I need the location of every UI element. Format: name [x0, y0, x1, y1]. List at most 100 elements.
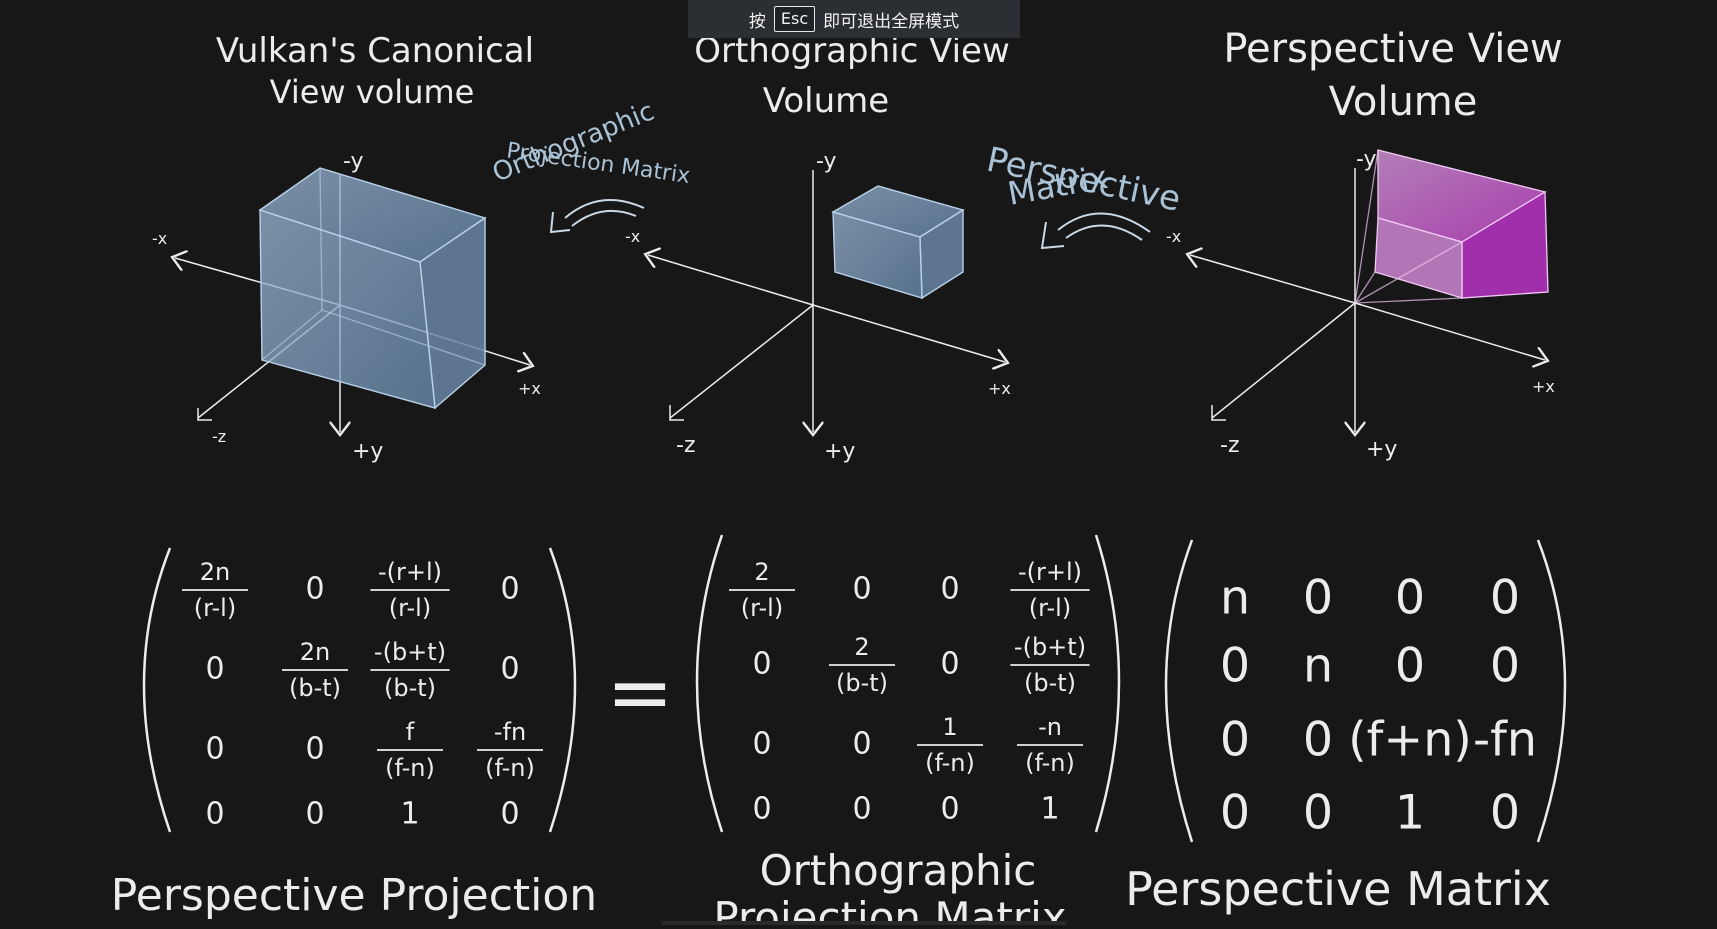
matrix-cell: 0: [752, 726, 771, 761]
matrix-cell: 0: [1303, 712, 1333, 767]
left-paren: [1164, 539, 1194, 843]
left-paren: [695, 534, 724, 833]
ortho-arrow-head: [549, 211, 571, 234]
title-canonical-line1: Vulkan's Canonical: [216, 31, 534, 71]
matrix-cell-numerator: -(b+t): [1014, 633, 1086, 661]
matrix-cell: 0: [500, 571, 519, 606]
matrix-cell: 0: [1303, 785, 1333, 840]
matrix-cell: 0: [1220, 638, 1250, 693]
matrix-cell: 0: [205, 796, 224, 831]
matrix-cell-denominator: (r-l): [389, 594, 431, 622]
matrix-cell: 0: [305, 731, 324, 766]
matrix-cell-numerator: -(r+l): [378, 558, 442, 586]
esc-key-badge[interactable]: Esc: [773, 6, 816, 32]
matrix-cell-numerator: f: [406, 718, 415, 746]
matrix-cell-denominator: (f-n): [385, 754, 435, 782]
ortho-projection-arrow: Orthographic Projection Matrix: [488, 96, 692, 234]
caption-perspective-projection: Perspective Projection: [111, 870, 597, 921]
title-canonical: Vulkan's Canonical View volume: [216, 31, 534, 111]
matrix-cell-denominator: (f-n): [485, 754, 535, 782]
axis-neg-x: [648, 255, 814, 306]
matrix-cell: 1: [400, 796, 419, 831]
axis-neg-x: [1190, 255, 1356, 304]
title-persp-line2: Volume: [1329, 79, 1478, 125]
persp-arrow-arc-outer: [1057, 212, 1151, 233]
persp-arrow-arc-inner: [1065, 224, 1143, 241]
matrix-cell: -fn(f-n): [477, 718, 543, 782]
matrix-cell: 2n(r-l): [182, 558, 248, 622]
axis-pos-x: [812, 304, 1005, 362]
matrix-cell-denominator: (b-t): [836, 669, 888, 697]
box-hidden-edge-3: [261, 309, 323, 361]
matrix-cell-numerator: -(r+l): [1018, 558, 1082, 586]
axis-neg-z-tick: [197, 408, 212, 421]
matrix-cell-denominator: (r-l): [1029, 594, 1071, 622]
matrix-cell: -(b+t)(b-t): [370, 638, 450, 702]
matrix-cell: n: [1303, 638, 1333, 693]
label-neg-x: -x: [625, 227, 640, 246]
matrix-cell: 1: [1395, 785, 1425, 840]
matrix-cell: -fn: [1473, 712, 1537, 767]
matrix-cell: 0: [305, 571, 324, 606]
label-neg-y: -y: [816, 149, 837, 174]
axis-pos-x: [1354, 302, 1545, 360]
left-paren: [142, 547, 172, 833]
label-pos-x: +x: [988, 379, 1011, 398]
title-perspective: Perspective View Volume: [1223, 26, 1562, 125]
label-neg-z: -z: [1220, 433, 1240, 458]
matrix-cell: -n (f-n): [1017, 713, 1083, 777]
title-persp-line1: Perspective View: [1223, 26, 1562, 72]
matrix-cell: 0: [205, 731, 224, 766]
matrix-cell: 1(f-n): [917, 713, 983, 777]
ortho-box: [831, 185, 965, 300]
matrix-cell-numerator: 2n: [300, 638, 330, 666]
right-paren: [548, 547, 577, 833]
ortho-arrow-arc-outer: [564, 199, 645, 219]
title-canonical-line2: View volume: [270, 73, 475, 111]
matrix-cell-denominator: (f-n): [925, 749, 975, 777]
axis-neg-z: [1211, 302, 1356, 419]
matrix-cell-denominator: (r-l): [194, 594, 236, 622]
label-neg-z: -z: [212, 427, 226, 446]
matrix-cell: 0: [752, 791, 771, 826]
caption-perspective-matrix: Perspective Matrix: [1125, 862, 1551, 916]
box-hidden-edge-2: [321, 309, 486, 366]
fullscreen-hint-prefix: 按: [748, 11, 766, 32]
frustum-ray-2: [1354, 241, 1463, 304]
label-neg-y: -y: [1356, 147, 1377, 172]
matrix-cell: -(b+t) (b-t): [1010, 633, 1090, 697]
fullscreen-exit-hint: 按 Esc 即可退出全屏模式: [688, 0, 1020, 38]
matrix-cell-numerator: -n: [1038, 713, 1062, 741]
label-pos-y: +y: [352, 439, 383, 464]
matrix-cell: f (f-n): [377, 718, 443, 782]
matrix-cell: 2(b-t): [829, 633, 895, 697]
box-front-face: [832, 211, 923, 299]
matrix-cell: 2(r-l): [729, 558, 795, 622]
box-front-face: [259, 209, 436, 409]
matrix-cell-denominator: (b-t): [1024, 669, 1076, 697]
axis-neg-z-tick: [1211, 405, 1226, 421]
caption-orthographic-line1: Orthographic: [760, 846, 1037, 895]
matrix-cell: 0: [1395, 570, 1425, 625]
label-pos-y: +y: [1366, 437, 1397, 462]
title-orthographic: Orthographic View Volume: [694, 31, 1010, 121]
matrix-cell-denominator: (b-t): [289, 674, 341, 702]
matrix-cell-denominator: (b-t): [384, 674, 436, 702]
ortho-axes: [648, 170, 1005, 432]
right-paren: [1094, 534, 1121, 833]
matrix-cell: 2n (b-t): [282, 638, 348, 702]
perspective-matrix-arrow: Perspective Matrix: [983, 140, 1184, 250]
canonical-volume-diagram: -x +x -y +y -z: [152, 149, 541, 464]
matrix-cell: 0: [1395, 638, 1425, 693]
matrix-cell: -(r+l) (r-l): [1010, 558, 1090, 622]
matrix-cell: 0: [1490, 638, 1520, 693]
matrix-cell: 0: [852, 791, 871, 826]
canonical-box: [258, 167, 487, 410]
matrix-cell-denominator: (f-n): [1025, 749, 1075, 777]
frustum-ray-4: [1354, 271, 1376, 304]
matrix-cell: (f+n): [1348, 712, 1472, 767]
matrix-cell: 0: [940, 646, 959, 681]
